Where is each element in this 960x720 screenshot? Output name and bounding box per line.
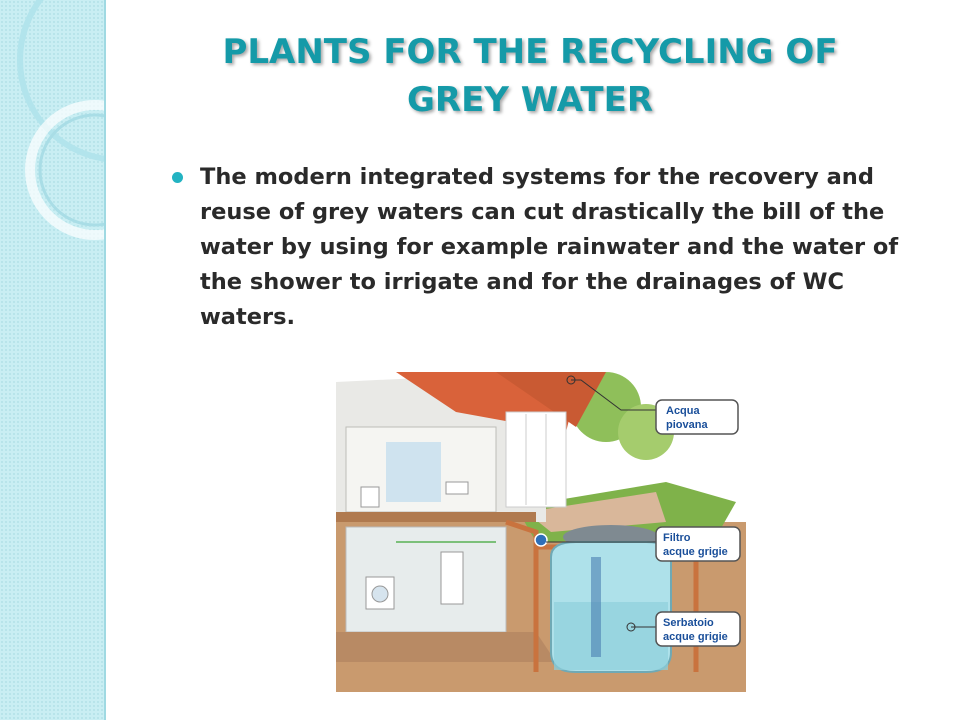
- callout-serbatoio: Serbatoio acque grigie: [655, 611, 741, 647]
- callout-box-2: [655, 526, 741, 562]
- washing-machine-door: [371, 585, 389, 603]
- title-line-2: GREY WATER: [406, 80, 654, 120]
- decorative-left-band: [0, 0, 106, 720]
- bullet-text: The modern integrated systems for the re…: [200, 164, 899, 330]
- callout-box-3: [655, 611, 741, 647]
- house-roof-edge: [496, 372, 606, 427]
- pipe-down: [505, 519, 539, 672]
- greywater-system-illustration: Acqua piovana Filtro acque grigie Serbat…: [336, 372, 746, 692]
- floor-slab: [336, 512, 536, 522]
- callout-box-1: [655, 399, 739, 435]
- basement-floor: [336, 632, 556, 662]
- title-line-1: PLANTS FOR THE RECYCLING OF: [222, 32, 838, 72]
- garden-patio: [526, 492, 666, 532]
- callout-filtro: Filtro acque grigie: [655, 526, 741, 562]
- callout-1-line-2: piovana: [666, 419, 708, 431]
- callout-line-1: [571, 379, 656, 411]
- toilet: [360, 486, 380, 508]
- callout-3-line-2: acque grigie: [663, 631, 728, 643]
- callout-2-line-1: Filtro: [663, 532, 691, 544]
- tank-water: [554, 602, 668, 670]
- bathroom-tiles: [386, 442, 441, 502]
- callout-dot-3: [626, 622, 636, 632]
- callout-1-line-1: Acqua: [666, 405, 701, 417]
- tank-pump-pipe: [591, 557, 601, 657]
- filter-marker: [534, 533, 548, 547]
- control-unit: [440, 551, 464, 605]
- callout-dot-1: [566, 375, 576, 385]
- glass-door: [505, 411, 567, 508]
- decorative-circles: [17, 0, 104, 240]
- bullet-dot: [172, 172, 183, 183]
- wash-basin: [445, 481, 469, 495]
- callout-3-line-1: Serbatoio: [663, 617, 714, 629]
- slide-title: PLANTS FOR THE RECYCLING OF GREY WATER: [130, 28, 930, 124]
- callout-acqua-piovana: Acqua piovana: [655, 399, 739, 435]
- callout-2-line-2: acque grigie: [663, 546, 728, 558]
